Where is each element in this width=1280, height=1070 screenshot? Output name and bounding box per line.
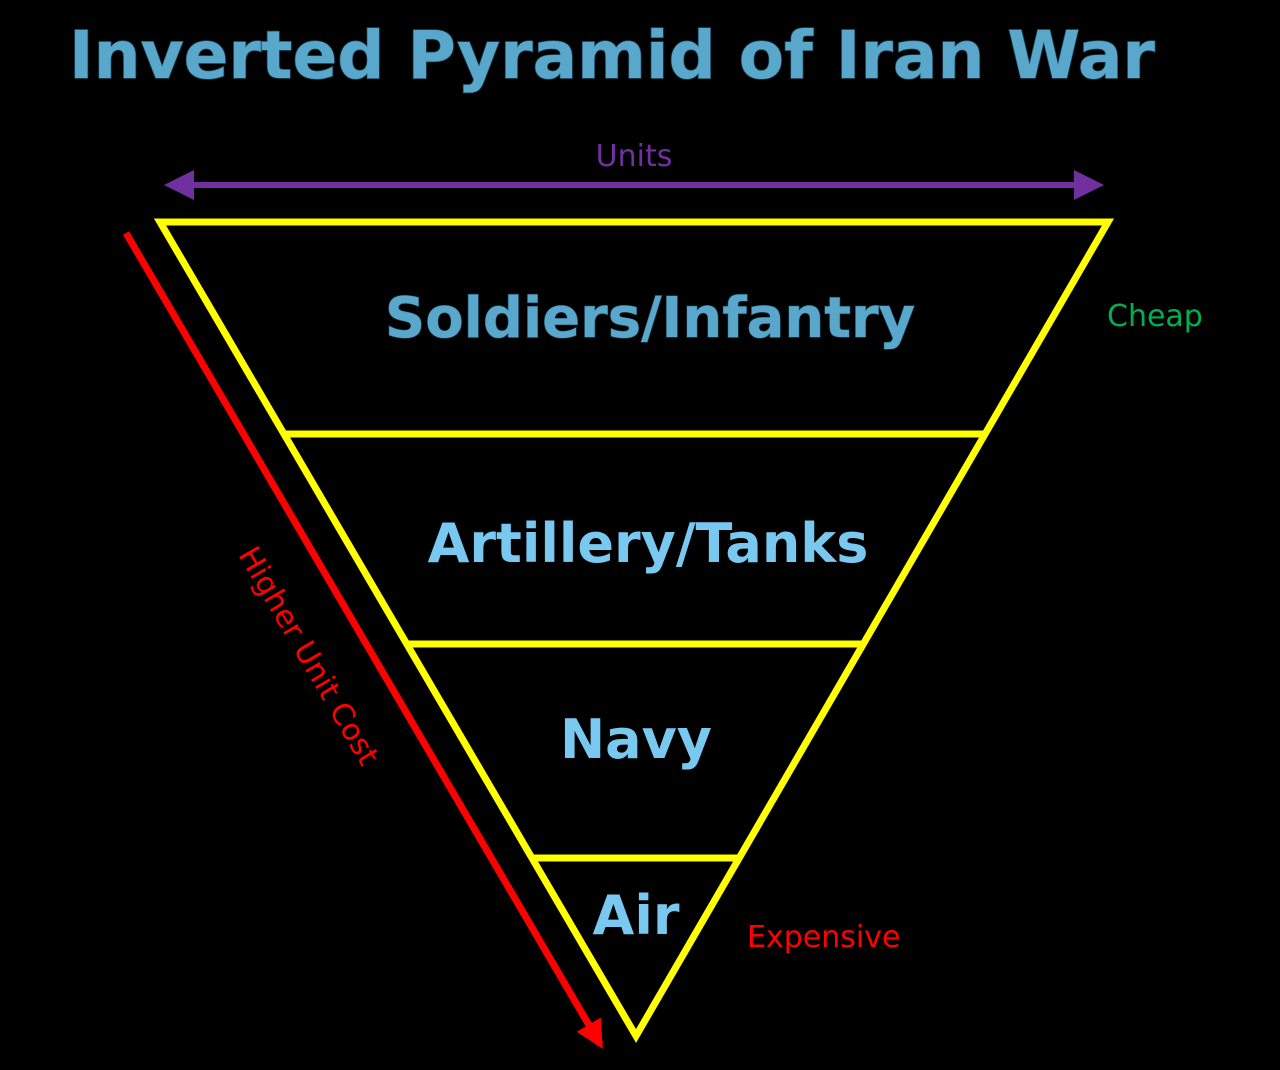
- tier-artillery-tanks: Artillery/Tanks: [428, 512, 869, 575]
- tier-air: Air: [593, 884, 680, 947]
- tier-navy: Navy: [560, 708, 712, 771]
- expensive-label: Expensive: [747, 920, 900, 955]
- tier-soldiers-infantry: Soldiers/Infantry: [385, 286, 915, 351]
- page-title: Inverted Pyramid of Iran War: [69, 17, 1155, 94]
- cost-axis-label: Higher Unit Cost: [231, 541, 386, 772]
- cheap-label: Cheap: [1107, 299, 1203, 334]
- pyramid-outline: [153, 218, 1115, 1043]
- units-label: Units: [596, 139, 673, 174]
- cost-arrow: [122, 231, 604, 1049]
